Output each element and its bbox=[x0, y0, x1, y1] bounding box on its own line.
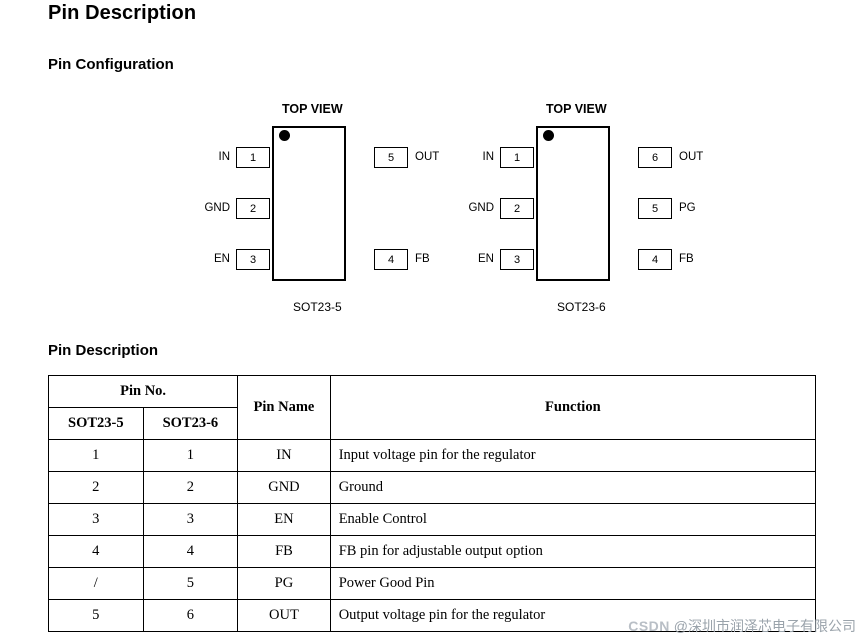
table-body: 1 1 IN Input voltage pin for the regulat… bbox=[48, 439, 817, 632]
table-row: / 5 PG Power Good Pin bbox=[48, 567, 817, 600]
table-row: 5 6 OUT Output voltage pin for the regul… bbox=[48, 599, 817, 632]
watermark: CSDN @深圳市润泽芯电子有限公司 bbox=[628, 616, 856, 636]
cell-sot23-5: 4 bbox=[48, 535, 144, 568]
cell-function: Output voltage pin for the regulator bbox=[329, 599, 817, 632]
pin-box-right-6-sot23-6: 6 bbox=[638, 147, 672, 168]
pin1-marker-dot-sot23-5 bbox=[279, 130, 290, 141]
cell-function: Enable Control bbox=[329, 503, 817, 536]
pin-label-en-sot23-5: EN bbox=[214, 253, 230, 265]
cell-pin-name: GND bbox=[237, 471, 331, 504]
cell-sot23-6: 3 bbox=[142, 503, 239, 536]
header-sot23-6: SOT23-6 bbox=[142, 407, 239, 440]
header-sot23-5: SOT23-5 bbox=[48, 407, 144, 440]
table-header: Pin No. Pin Name Function SOT23-5 SOT23-… bbox=[47, 375, 817, 440]
pin-label-en-sot23-6: EN bbox=[478, 253, 494, 265]
cell-sot23-6: 5 bbox=[142, 567, 239, 600]
pin-label-in-sot23-6: IN bbox=[482, 151, 495, 163]
cell-sot23-5: 5 bbox=[48, 599, 144, 632]
table-header-row-2: SOT23-5 SOT23-6 bbox=[48, 407, 816, 440]
cell-function: Input voltage pin for the regulator bbox=[329, 439, 817, 472]
top-view-label-sot23-6: TOP VIEW bbox=[546, 102, 607, 116]
pin-label-fb-sot23-5: FB bbox=[415, 253, 430, 265]
cell-sot23-6: 4 bbox=[142, 535, 239, 568]
pin-label-gnd-sot23-5: GND bbox=[204, 202, 230, 214]
cell-sot23-6: 1 bbox=[142, 439, 239, 472]
header-pin-no: Pin No. bbox=[47, 375, 239, 408]
header-function: Function bbox=[329, 375, 817, 440]
pin-description-table: Pin No. Pin Name Function SOT23-5 SOT23-… bbox=[47, 375, 817, 632]
cell-sot23-6: 6 bbox=[142, 599, 239, 632]
cell-pin-name: IN bbox=[237, 439, 331, 472]
cell-sot23-6: 2 bbox=[142, 471, 239, 504]
cell-sot23-5: / bbox=[48, 567, 144, 600]
pin-label-fb-sot23-6: FB bbox=[679, 253, 694, 265]
pin-box-left-1-sot23-6: 1 bbox=[500, 147, 534, 168]
cell-function: Ground bbox=[329, 471, 817, 504]
pin-label-pg-sot23-6: PG bbox=[679, 202, 696, 214]
pin-box-left-3-sot23-5: 3 bbox=[236, 249, 270, 270]
table-row: 4 4 FB FB pin for adjustable output opti… bbox=[48, 535, 817, 568]
cell-pin-name: EN bbox=[237, 503, 331, 536]
header-pin-name: Pin Name bbox=[237, 375, 331, 440]
top-view-label-sot23-5: TOP VIEW bbox=[282, 102, 343, 116]
table-row: 1 1 IN Input voltage pin for the regulat… bbox=[48, 439, 817, 472]
cell-function: Power Good Pin bbox=[329, 567, 817, 600]
table-row: 3 3 EN Enable Control bbox=[48, 503, 817, 536]
package-body-sot23-6 bbox=[536, 126, 610, 281]
pin-box-right-5-sot23-6: 5 bbox=[638, 198, 672, 219]
cell-sot23-5: 1 bbox=[48, 439, 144, 472]
watermark-brand: CSDN bbox=[628, 618, 670, 634]
watermark-text: @深圳市润泽芯电子有限公司 bbox=[673, 618, 856, 634]
package-caption-sot23-5: SOT23-5 bbox=[293, 300, 342, 314]
pin-box-right-4-sot23-5: 4 bbox=[374, 249, 408, 270]
pin-box-right-4-sot23-6: 4 bbox=[638, 249, 672, 270]
pin-box-left-3-sot23-6: 3 bbox=[500, 249, 534, 270]
pin-label-out-sot23-5: OUT bbox=[415, 151, 440, 163]
package-body-sot23-5 bbox=[272, 126, 346, 281]
cell-sot23-5: 3 bbox=[48, 503, 144, 536]
section-heading-pin-description: Pin Description bbox=[48, 342, 159, 359]
cell-pin-name: FB bbox=[237, 535, 331, 568]
table-row: 2 2 GND Ground bbox=[48, 471, 817, 504]
pin-box-left-2-sot23-6: 2 bbox=[500, 198, 534, 219]
cell-sot23-5: 2 bbox=[48, 471, 144, 504]
pin-label-out-sot23-6: OUT bbox=[679, 151, 704, 163]
table-header-row-1: Pin No. Pin Name Function bbox=[47, 375, 817, 440]
pin-box-left-2-sot23-5: 2 bbox=[236, 198, 270, 219]
page-title: Pin Description bbox=[48, 2, 197, 24]
pin-label-gnd-sot23-6: GND bbox=[468, 202, 494, 214]
cell-pin-name: OUT bbox=[237, 599, 331, 632]
pin1-marker-dot-sot23-6 bbox=[543, 130, 554, 141]
cell-function: FB pin for adjustable output option bbox=[329, 535, 817, 568]
package-caption-sot23-6: SOT23-6 bbox=[557, 300, 606, 314]
pin-box-left-1-sot23-5: 1 bbox=[236, 147, 270, 168]
pin-label-in-sot23-5: IN bbox=[218, 151, 231, 163]
section-heading-pin-configuration: Pin Configuration bbox=[48, 56, 174, 73]
cell-pin-name: PG bbox=[237, 567, 331, 600]
pin-box-right-5-sot23-5: 5 bbox=[374, 147, 408, 168]
